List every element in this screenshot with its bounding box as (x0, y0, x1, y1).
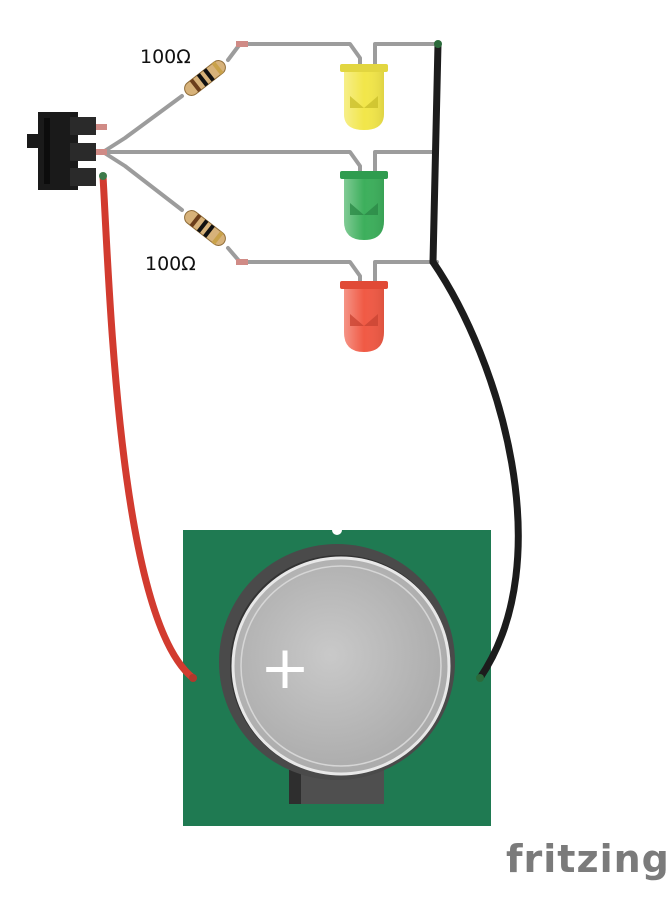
lead-wires (101, 42, 439, 288)
coin-cell (231, 556, 451, 776)
wire-green-to-ground (373, 150, 439, 178)
wire-switch-to-resistor-bottom (101, 150, 184, 212)
wire-yellow-to-ground (373, 42, 439, 72)
battery-holder-board: + (183, 525, 491, 826)
resistor-bottom (184, 210, 226, 246)
resistor-top-label: 100Ω (140, 46, 191, 68)
resistor-top (184, 60, 226, 96)
power-wire (99, 172, 197, 682)
polarity-plus: + (260, 633, 310, 703)
wire-switch-to-green (101, 150, 362, 178)
led-yellow (340, 64, 388, 130)
wire-resistor-bottom-to-red (226, 246, 362, 288)
ground-wire (429, 40, 522, 682)
ground-bus (429, 40, 442, 266)
slide-switch (27, 112, 96, 190)
wire-red-to-ground (373, 260, 439, 288)
wire-resistor-top-to-yellow (226, 42, 362, 72)
ground-wire-to-battery (429, 258, 522, 682)
led-green (340, 171, 388, 240)
wire-switch-to-resistor-top (101, 94, 184, 154)
fritzing-logo: fritzing (506, 837, 669, 881)
led-red (340, 281, 388, 352)
pcb-notch (332, 525, 342, 535)
resistor-bottom-label: 100Ω (145, 253, 196, 275)
